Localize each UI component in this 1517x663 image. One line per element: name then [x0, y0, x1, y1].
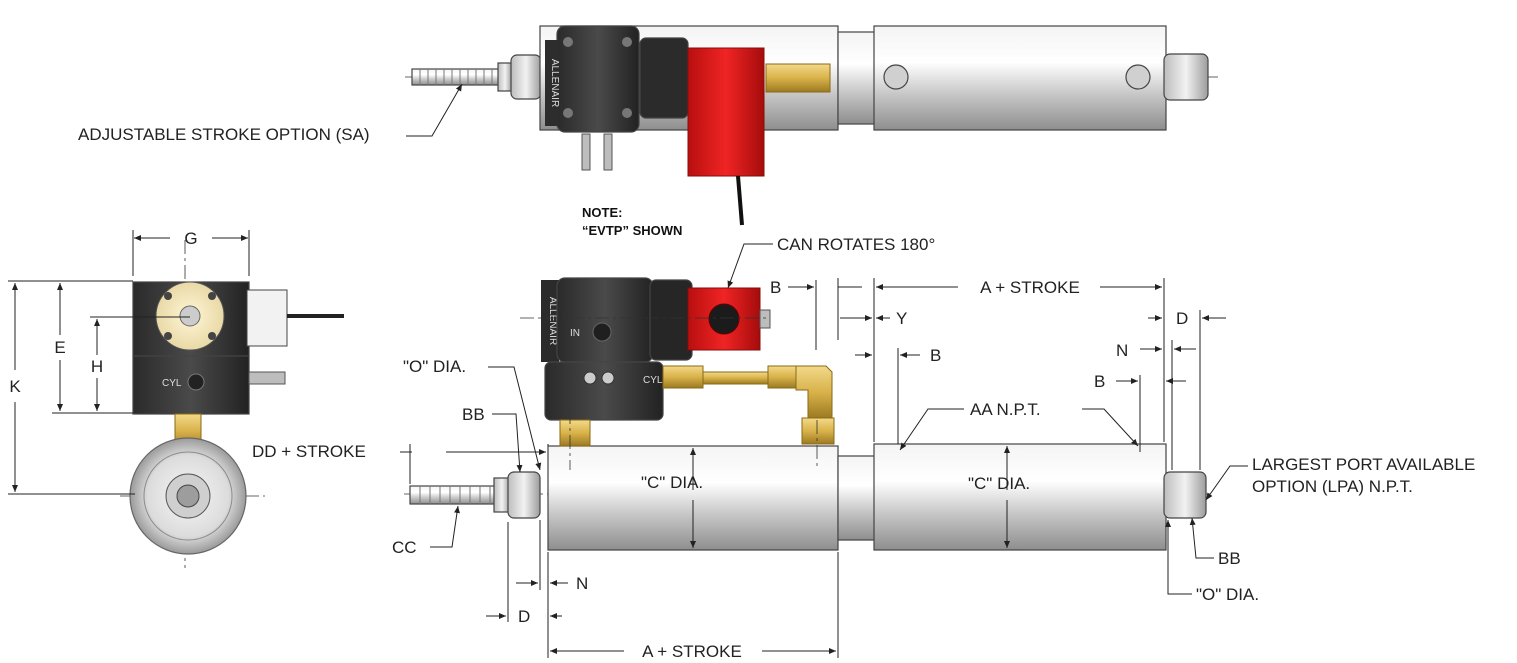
end-cyl-mark: CYL — [162, 378, 182, 389]
valve-screw — [622, 37, 632, 47]
front-base-fitting — [559, 419, 591, 447]
c-dia-right: "C" DIA. — [968, 474, 1030, 493]
bb-left-leader — [492, 413, 523, 473]
end-side-fitting — [248, 371, 286, 385]
cc-leader — [430, 505, 460, 548]
top-view: ALLENAIR ADJUSTABLE STROKE OPTION (SA) — [78, 25, 1218, 226]
dim-a-stroke-top: A + STROKE — [980, 278, 1080, 297]
adjustable-stroke-label: ADJUSTABLE STROKE OPTION (SA) — [78, 125, 370, 144]
front-barrel-right — [873, 443, 1167, 551]
o-dia-left: "O" DIA. — [403, 357, 466, 376]
dim-d-right: D — [1176, 309, 1188, 328]
o-dia-right: "O" DIA. — [1196, 585, 1259, 604]
top-solenoid-can — [687, 47, 765, 177]
front-valve-brand: ALLENAIR — [547, 297, 558, 345]
adjustable-stroke-leader — [406, 83, 463, 137]
lpa-leader — [1205, 465, 1248, 501]
valve-screw — [622, 108, 632, 118]
front-brass-nut-right — [767, 365, 797, 389]
front-valve-brand-plate — [541, 280, 559, 362]
dim-b-right: B — [1094, 372, 1105, 391]
front-in-mark: IN — [570, 328, 580, 339]
top-port-right — [1125, 64, 1151, 90]
front-valve-base — [544, 361, 664, 421]
dim-a-stroke-bottom: A + STROKE — [642, 642, 742, 661]
top-solenoid-coil-base — [639, 37, 689, 119]
dd-stroke-label: DD + STROKE — [252, 442, 366, 461]
o-dia-right-leader — [1165, 520, 1192, 595]
front-rod-cap — [507, 471, 541, 519]
front-elbow-nut — [801, 417, 835, 445]
aa-npt-leader-right — [1082, 408, 1139, 447]
top-exhaust-fitting — [603, 133, 613, 171]
dim-k: K — [9, 377, 21, 396]
dim-b-top: B — [770, 278, 781, 297]
bb-right: BB — [1218, 549, 1241, 568]
top-rod-cap — [510, 54, 542, 100]
valve-screw — [563, 37, 573, 47]
front-cyl-mark: CYL — [643, 375, 663, 386]
top-brass-fitting — [765, 63, 831, 93]
top-port-left — [883, 64, 909, 90]
front-valve-body — [556, 277, 654, 363]
lpa-line1: LARGEST PORT AVAILABLE — [1252, 455, 1475, 474]
can-rotates-label: CAN ROTATES 180° — [777, 235, 935, 254]
cc-label: CC — [392, 538, 417, 557]
top-valve-brand-plate — [545, 40, 559, 126]
front-rod — [409, 485, 499, 505]
note-body: “EVTP” SHOWN — [582, 223, 682, 238]
end-view: CYL G K E H — [8, 229, 344, 568]
front-solenoid-connector — [708, 303, 740, 335]
dim-e: E — [54, 338, 65, 357]
dim-y: Y — [896, 309, 907, 328]
front-view: ALLENAIR IN CYL "C" DIA. "C" DIA. CAN RO… — [252, 235, 1475, 661]
top-jam-nut — [497, 62, 513, 92]
dim-g: G — [184, 229, 197, 248]
note-title: NOTE: — [582, 205, 622, 220]
top-exhaust-fitting — [581, 133, 591, 171]
front-brass-tube — [702, 371, 770, 385]
aa-npt-label: AA N.P.T. — [970, 400, 1041, 419]
end-coil-nut — [179, 305, 201, 327]
can-rotates-leader — [727, 243, 773, 289]
top-end-cap — [1163, 53, 1209, 101]
front-brass-elbow — [795, 365, 833, 419]
top-barrel-right — [873, 25, 1167, 131]
thread-marks — [419, 69, 493, 85]
front-coil-base — [649, 279, 693, 361]
aa-npt-leader-left — [899, 408, 964, 451]
o-dia-left-leader — [488, 366, 542, 471]
c-dia-left: "C" DIA. — [641, 473, 703, 492]
bb-right-leader — [1189, 517, 1214, 559]
bb-left: BB — [462, 405, 485, 424]
dim-b-mid: B — [930, 346, 941, 365]
top-solenoid-cable — [736, 175, 744, 226]
front-barrel-joint — [837, 455, 877, 541]
top-barrel-joint — [837, 31, 877, 125]
lpa-line2: OPTION (LPA) N.P.T. — [1252, 477, 1413, 496]
end-solenoid — [246, 289, 288, 347]
top-adjust-rod — [411, 68, 501, 86]
dim-n-right: N — [1116, 341, 1128, 360]
dim-n-bottom: N — [576, 574, 588, 593]
top-valve-brand: ALLENAIR — [549, 59, 560, 107]
valve-screw — [563, 108, 573, 118]
front-brass-nut-left — [662, 365, 704, 389]
dim-h: H — [91, 357, 103, 376]
dim-d-bottom: D — [518, 607, 530, 626]
front-end-cap — [1163, 471, 1207, 519]
